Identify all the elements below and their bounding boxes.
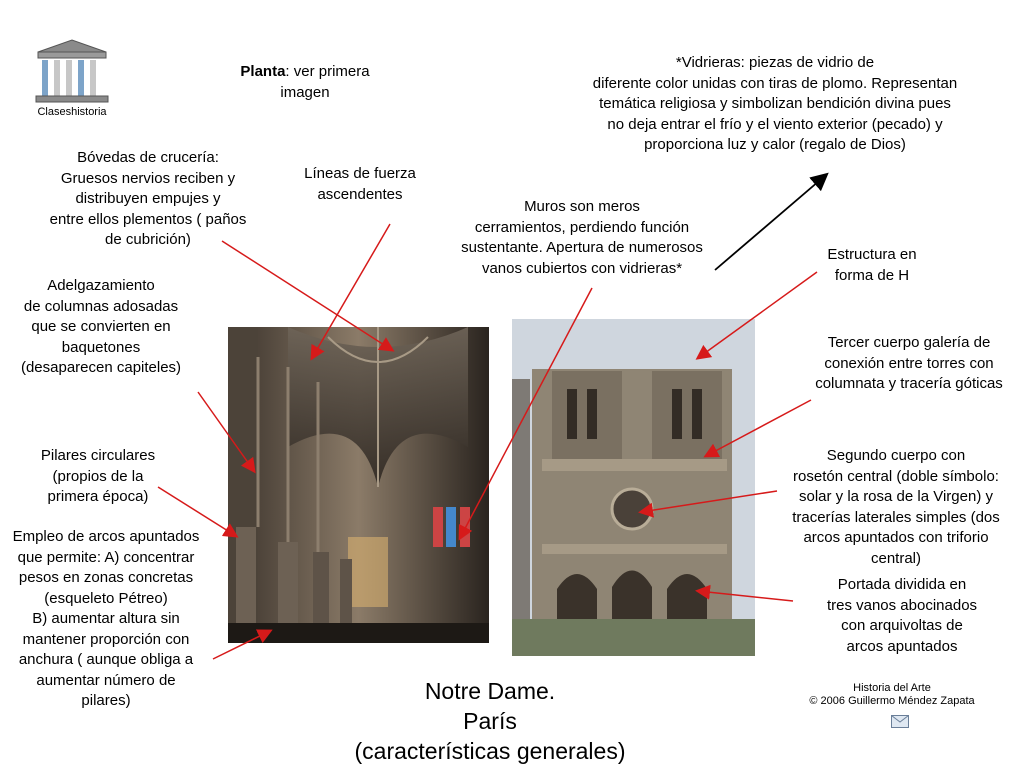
arcos-line: B) aumentar altura sin [32,610,180,627]
credit: Historia del Arte © 2006 Guillermo Ménde… [776,682,1008,708]
vidrieras-line: diferente color unidas con tiras de plom… [592,74,958,92]
segundo-line: tracerías laterales simples (dos [792,508,1000,526]
arcos-line: aumentar número de [36,671,176,689]
greek-temple-icon [35,39,109,103]
vidrieras-line: *Vidrieras: piezas de vidrio de [675,54,875,71]
credit-line: Historia del Arte [853,682,931,694]
arrow-estructura [695,271,818,360]
segundo-line: arcos apuntados con triforio [803,529,989,546]
bovedas-line: de cubrición) [105,231,191,248]
logo-label: Claseshistoria [37,106,107,118]
pilares-line: primera época) [47,488,149,505]
adelgazamiento-line: Adelgazamiento [47,277,155,294]
estructura-line: Estructura en [827,246,917,263]
arrow-portada [695,584,794,602]
planta-text: : ver primera [285,63,370,80]
vidrieras-line: no deja entrar el frío y el viento exter… [607,115,943,133]
portada-line: con arquivoltas de [841,617,963,634]
portada-note: Portada dividida en tres vanos abocinado… [796,575,1008,657]
arcos-line: (esqueleto Pétreo) [44,589,168,607]
arrow-adelgazamiento [197,391,256,474]
segundo-note: Segundo cuerpo con rosetón central (dobl… [770,446,1022,569]
lineas-line: ascendentes [317,185,403,203]
arrow-arcos [212,629,273,660]
portada-line: tres vanos abocinados [826,596,978,614]
pilares-note: Pilares circulares (propios de la primer… [20,446,176,508]
tercer-line: columnata y tracería góticas [815,375,1003,392]
pilares-line: Pilares circulares [40,447,156,464]
portada-line: arcos apuntados [846,637,958,655]
tercer-note: Tercer cuerpo galería de conexión entre … [796,333,1022,395]
segundo-line: solar y la rosa de la Virgen) y [799,488,993,505]
arcos-line: pilares) [81,692,131,709]
arcos-line: pesos en zonas concretas [18,569,194,586]
tercer-line: conexión entre torres con [824,354,994,372]
credit-line: © 2006 Guillermo Méndez Zapata [809,695,975,707]
envelope-icon[interactable] [891,715,909,728]
bovedas-line: Gruesos nervios reciben y [60,169,236,187]
arrow-pilares [157,486,239,538]
arrow-muros [458,287,593,541]
title-line: (características generales) [354,738,626,764]
adelgazamiento-line: (desaparecen capiteles) [20,359,182,376]
tercer-line: Tercer cuerpo galería de [827,334,991,351]
adelgazamiento-line: que se convierten en [31,318,171,335]
bovedas-line: Bóvedas de crucería: [77,149,219,166]
adelgazamiento-note: Adelgazamiento de columnas adosadas que … [4,276,198,379]
arcos-line: mantener proporción con [22,630,190,648]
adelgazamiento-line: baquetones [61,338,141,356]
arcos-line: que permite: A) concentrar [17,548,195,566]
logo: Claseshistoria [30,38,114,120]
arcos-note: Empleo de arcos apuntados que permite: A… [0,527,212,712]
segundo-line: Segundo cuerpo con [826,447,966,464]
arrow-tercer [703,399,812,458]
arcos-line: anchura ( aunque obliga a [18,651,194,668]
arrow-bovedas [221,240,395,352]
estructura-note: Estructura en forma de H [800,245,944,286]
muros-line: vanos cubiertos con vidrieras* [481,259,683,277]
arrow-lineas [310,223,391,361]
lineas-line: Líneas de fuerza [304,165,416,182]
vidrieras-line: proporciona luz y calor (regalo de Dios) [644,136,906,153]
portada-line: Portada dividida en [837,576,967,593]
title-line: Notre Dame. [424,678,556,704]
bovedas-line: distribuyen empujes y [75,190,221,207]
page-title: Notre Dame. París (características gener… [320,676,660,766]
bovedas-line: entre ellos plementos ( paños [49,210,247,228]
planta-note: Planta: ver primera imagen [210,62,400,103]
interior-photo [228,327,489,643]
muros-note: Muros son meros cerramientos, perdiendo … [432,197,732,279]
pilares-line: (propios de la [52,467,144,485]
arrow-vidrieras [714,172,829,271]
adelgazamiento-line: de columnas adosadas [23,297,179,315]
lineas-note: Líneas de fuerza ascendentes [280,164,440,205]
vidrieras-note: *Vidrieras: piezas de vidrio de diferent… [550,53,1000,156]
planta-label: Planta [240,63,286,80]
segundo-line: central) [870,549,922,567]
muros-line: cerramientos, perdiendo función [474,218,690,236]
bovedas-note: Bóvedas de crucería: Gruesos nervios rec… [28,148,268,251]
segundo-line: rosetón central (doble símbolo: [793,467,999,485]
facade-photo [512,319,755,656]
estructura-line: forma de H [834,266,910,284]
arcos-line: Empleo de arcos apuntados [12,528,200,545]
muros-line: sustentante. Apertura de numerosos [461,239,703,256]
arrow-segundo [638,490,778,518]
vidrieras-line: temática religiosa y simbolizan bendició… [599,95,951,112]
muros-line: Muros son meros [524,198,640,215]
planta-text-2: imagen [280,83,330,101]
title-line: París [463,708,517,734]
